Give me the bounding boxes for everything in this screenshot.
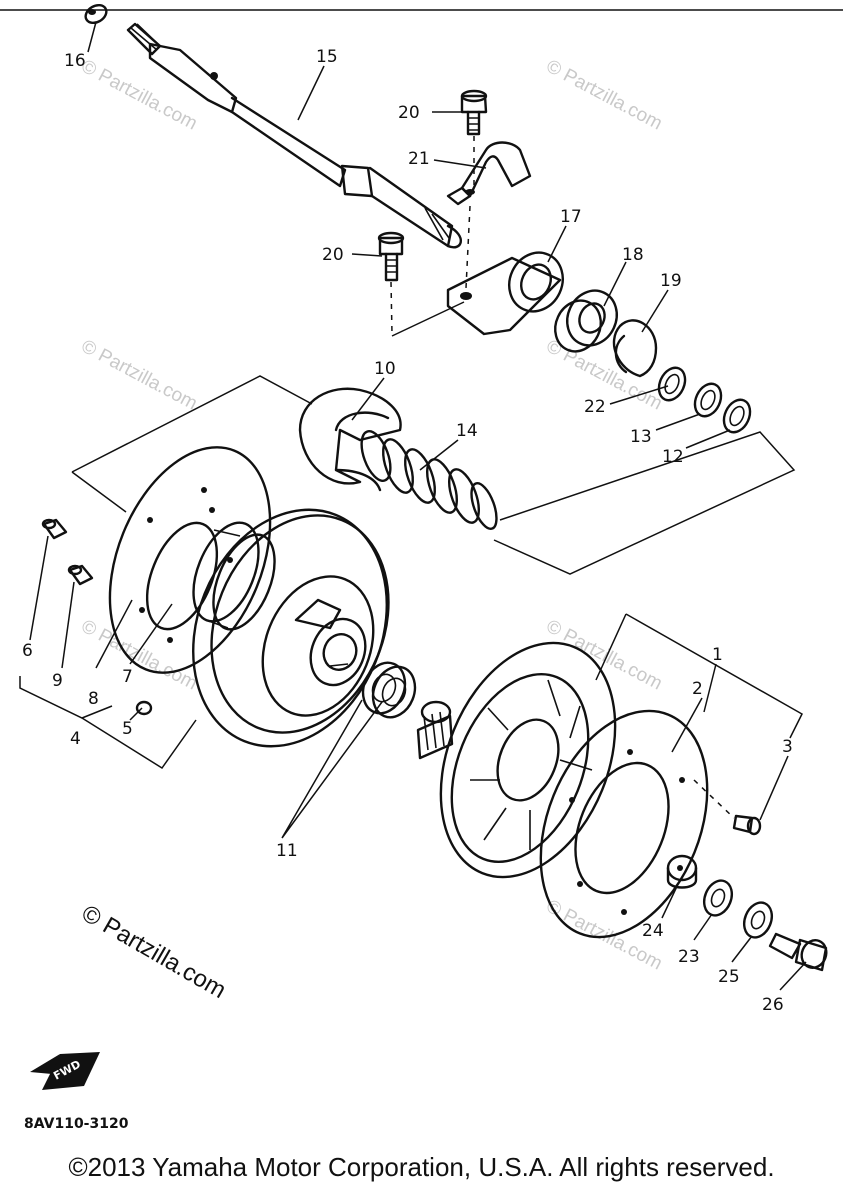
watermark: © Partzilla.com [78, 56, 201, 135]
part-shaft [126, 22, 462, 249]
callout-5: 5 [122, 719, 133, 739]
part-fixed-sheave [416, 641, 617, 879]
watermark: © Partzilla.com [543, 616, 666, 695]
callout-22: 22 [584, 397, 606, 417]
copyright-notice: ©2013 Yamaha Motor Corporation, U.S.A. A… [68, 1152, 775, 1182]
callout-10: 10 [374, 359, 396, 379]
callout-11: 11 [276, 841, 298, 861]
part-bolt-lower [377, 231, 405, 282]
callout-20-upper: 20 [398, 103, 420, 123]
group-outline-lower [595, 613, 803, 739]
part-moving-sheave [192, 508, 390, 748]
callout-18: 18 [622, 245, 644, 265]
callout-6: 6 [22, 641, 33, 661]
part-cap [84, 3, 108, 25]
group-outline-upper [71, 375, 796, 575]
callout-16: 16 [64, 51, 86, 71]
part-bearing-bracket [446, 141, 532, 206]
callout-24: 24 [642, 921, 664, 941]
callout-15: 15 [316, 47, 338, 67]
forward-arrow-icon: FWD [30, 1052, 100, 1090]
callout-26: 26 [762, 995, 784, 1015]
callout-4: 4 [70, 729, 81, 749]
callout-20-lower: 20 [322, 245, 344, 265]
callout-numbers: 1 2 3 4 5 6 7 8 9 10 11 12 13 14 15 16 1… [22, 47, 793, 1015]
watermark: © Partzilla.com [78, 616, 201, 695]
callout-9: 9 [52, 671, 63, 691]
part-coil-spring [360, 430, 498, 531]
part-screws-left [41, 518, 153, 716]
part-spacer-collars [361, 661, 417, 719]
part-backing-plate [108, 446, 272, 674]
callout-25: 25 [718, 967, 740, 987]
part-bearing-housing [446, 251, 564, 336]
leader-lines [19, 21, 807, 991]
part-washers-upper [657, 366, 752, 434]
watermark: © Partzilla.com [543, 56, 666, 135]
assembly-lines [390, 136, 735, 819]
part-circlip [612, 319, 658, 378]
callout-3: 3 [782, 737, 793, 757]
callout-17: 17 [560, 207, 582, 227]
part-bearing [554, 289, 618, 353]
callout-12: 12 [662, 447, 684, 467]
callout-1: 1 [712, 645, 723, 665]
callout-7: 7 [122, 667, 133, 687]
callout-21: 21 [408, 149, 430, 169]
part-spring-seat-cam [298, 387, 402, 492]
callout-8: 8 [88, 689, 99, 709]
part-bolt-upper [460, 89, 488, 136]
watermark: © Partzilla.com [78, 336, 201, 415]
callout-13: 13 [630, 427, 652, 447]
callout-14: 14 [456, 421, 478, 441]
part-sheave-cover-plate [539, 709, 709, 939]
callout-23: 23 [678, 947, 700, 967]
part-screw-right [732, 814, 762, 836]
callout-19: 19 [660, 271, 682, 291]
watermark-main: © Partzilla.com [77, 900, 231, 1004]
drawing-code: 8AV110-3120 [24, 1116, 129, 1132]
callout-2: 2 [692, 679, 703, 699]
